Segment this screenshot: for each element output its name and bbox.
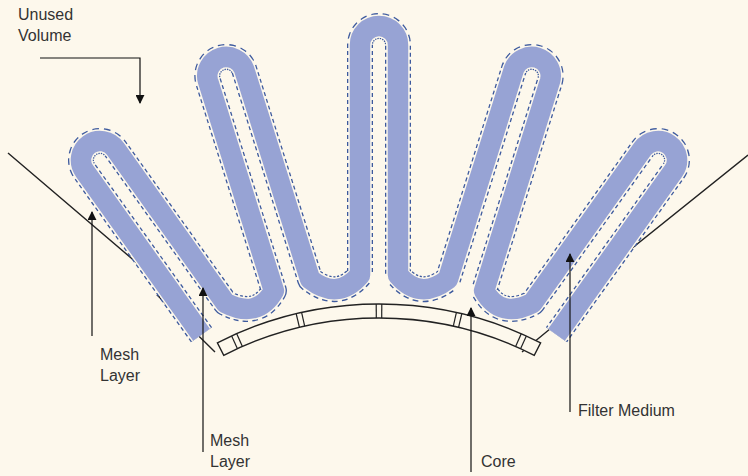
core-slot	[232, 336, 238, 349]
part-label: Unused Volume	[18, 4, 98, 46]
part-label: Mesh Layer	[210, 430, 270, 472]
mesh-layer	[81, 26, 677, 335]
core-slot	[296, 314, 299, 328]
core-slot	[459, 314, 462, 328]
part-label: Mesh Layer	[100, 344, 160, 386]
core-slot	[237, 334, 243, 347]
core-slot	[376, 304, 377, 318]
filter-medium-band	[81, 26, 677, 335]
core-slot	[453, 313, 456, 327]
leader-lines	[40, 58, 570, 472]
part-label: Filter Medium	[578, 400, 708, 421]
core-slot	[521, 336, 527, 349]
core-slot	[381, 304, 382, 318]
core-slot	[302, 313, 305, 327]
filter-medium	[81, 26, 677, 335]
part-label: Core	[481, 451, 541, 472]
core-slot	[516, 334, 522, 347]
mesh-gap	[81, 26, 677, 335]
